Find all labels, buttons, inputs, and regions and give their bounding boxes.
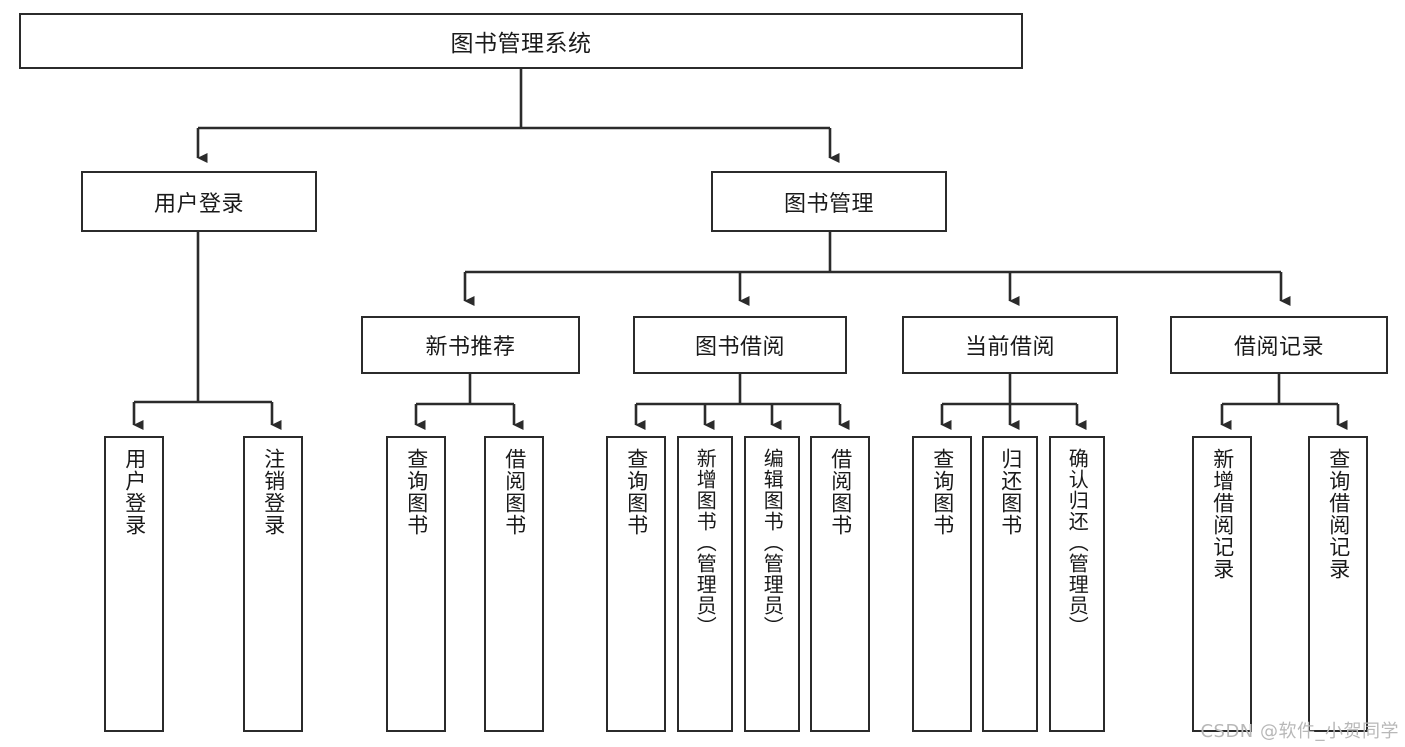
leaf-confirm-return-admin[interactable]: 确认归还（管理员） bbox=[1049, 436, 1105, 732]
node-label: 新书推荐 bbox=[425, 335, 516, 360]
leaf-label: 新增图书（管理员） bbox=[693, 448, 718, 637]
node-label: 用户登录 bbox=[153, 191, 244, 217]
leaf-label: 查询图书 bbox=[404, 448, 429, 536]
watermark: CSDN @软件_小贺同学 bbox=[1200, 721, 1399, 742]
node-borrow-record[interactable]: 借阅记录 bbox=[1170, 316, 1388, 374]
node-label: 图书管理 bbox=[783, 191, 874, 217]
node-label: 图书管理系统 bbox=[450, 31, 592, 57]
leaf-user-logout[interactable]: 注销登录 bbox=[243, 436, 303, 732]
node-current-borrow[interactable]: 当前借阅 bbox=[902, 316, 1118, 374]
leaf-label: 编辑图书（管理员） bbox=[760, 448, 785, 637]
node-new-book-recommend[interactable]: 新书推荐 bbox=[361, 316, 580, 374]
node-user-login[interactable]: 用户登录 bbox=[81, 171, 317, 232]
leaf-user-login[interactable]: 用户登录 bbox=[104, 436, 164, 732]
leaf-label: 注销登录 bbox=[261, 448, 286, 536]
node-label: 当前借阅 bbox=[964, 335, 1055, 360]
leaf-query-borrow-record[interactable]: 查询借阅记录 bbox=[1308, 436, 1368, 732]
leaf-label: 查询图书 bbox=[624, 448, 649, 536]
leaf-edit-book-admin[interactable]: 编辑图书（管理员） bbox=[744, 436, 800, 732]
leaf-label: 用户登录 bbox=[122, 448, 147, 536]
leaf-return-book[interactable]: 归还图书 bbox=[982, 436, 1038, 732]
leaf-add-borrow-record[interactable]: 新增借阅记录 bbox=[1192, 436, 1252, 732]
leaf-label: 确认归还（管理员） bbox=[1065, 448, 1090, 637]
leaf-query-book-borrow[interactable]: 查询图书 bbox=[606, 436, 666, 732]
leaf-label: 查询借阅记录 bbox=[1326, 448, 1351, 580]
leaf-label: 查询图书 bbox=[930, 448, 955, 536]
leaf-label: 借阅图书 bbox=[828, 448, 853, 536]
leaf-label: 新增借阅记录 bbox=[1210, 448, 1235, 580]
leaf-label: 借阅图书 bbox=[502, 448, 527, 536]
leaf-query-book-recommend[interactable]: 查询图书 bbox=[386, 436, 446, 732]
leaf-add-book-admin[interactable]: 新增图书（管理员） bbox=[677, 436, 733, 732]
leaf-query-book-current[interactable]: 查询图书 bbox=[912, 436, 972, 732]
node-book-management-system[interactable]: 图书管理系统 bbox=[19, 13, 1023, 69]
node-label: 图书借阅 bbox=[694, 335, 785, 360]
leaf-borrow-book[interactable]: 借阅图书 bbox=[810, 436, 870, 732]
leaf-borrow-book-recommend[interactable]: 借阅图书 bbox=[484, 436, 544, 732]
node-book-management[interactable]: 图书管理 bbox=[711, 171, 947, 232]
leaf-label: 归还图书 bbox=[998, 448, 1023, 536]
node-label: 借阅记录 bbox=[1233, 335, 1324, 360]
node-book-borrow[interactable]: 图书借阅 bbox=[633, 316, 847, 374]
